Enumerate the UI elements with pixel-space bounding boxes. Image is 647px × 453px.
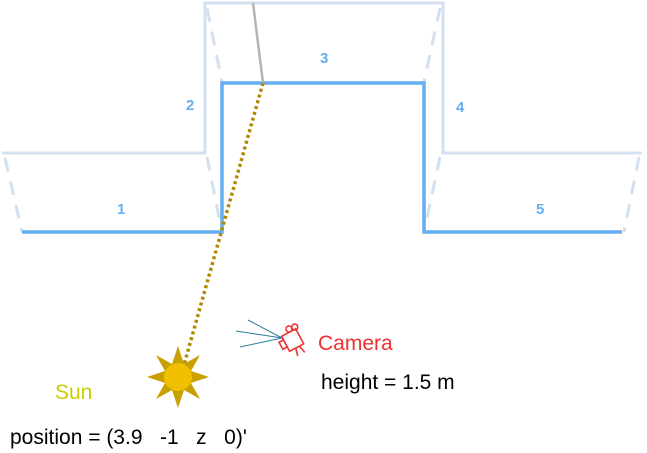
segment-label-1: 1 — [117, 201, 125, 218]
segment-label-4: 4 — [456, 99, 465, 116]
sun-position: position = (3.9 -1 z 0)' — [10, 426, 247, 449]
segment-label-2: 2 — [186, 97, 194, 114]
terrain-profile — [22, 81, 622, 234]
sun-disc — [164, 363, 192, 391]
camera-height: height = 1.5 m — [321, 371, 455, 394]
sun-label: Sun — [55, 381, 92, 404]
camera-view-lines — [235, 319, 283, 348]
reflected-ray — [251, 2, 265, 84]
camera-icon — [277, 323, 306, 357]
sun-icon — [147, 346, 209, 408]
segment-label-3: 3 — [320, 50, 328, 67]
sun-ray-path — [180, 82, 265, 373]
outer-profile — [2, 1, 642, 233]
outer-dashes — [3, 7, 641, 233]
outer-profile-line — [2, 1, 642, 155]
segment-label-5: 5 — [536, 201, 544, 218]
camera-label: Camera — [318, 332, 393, 355]
